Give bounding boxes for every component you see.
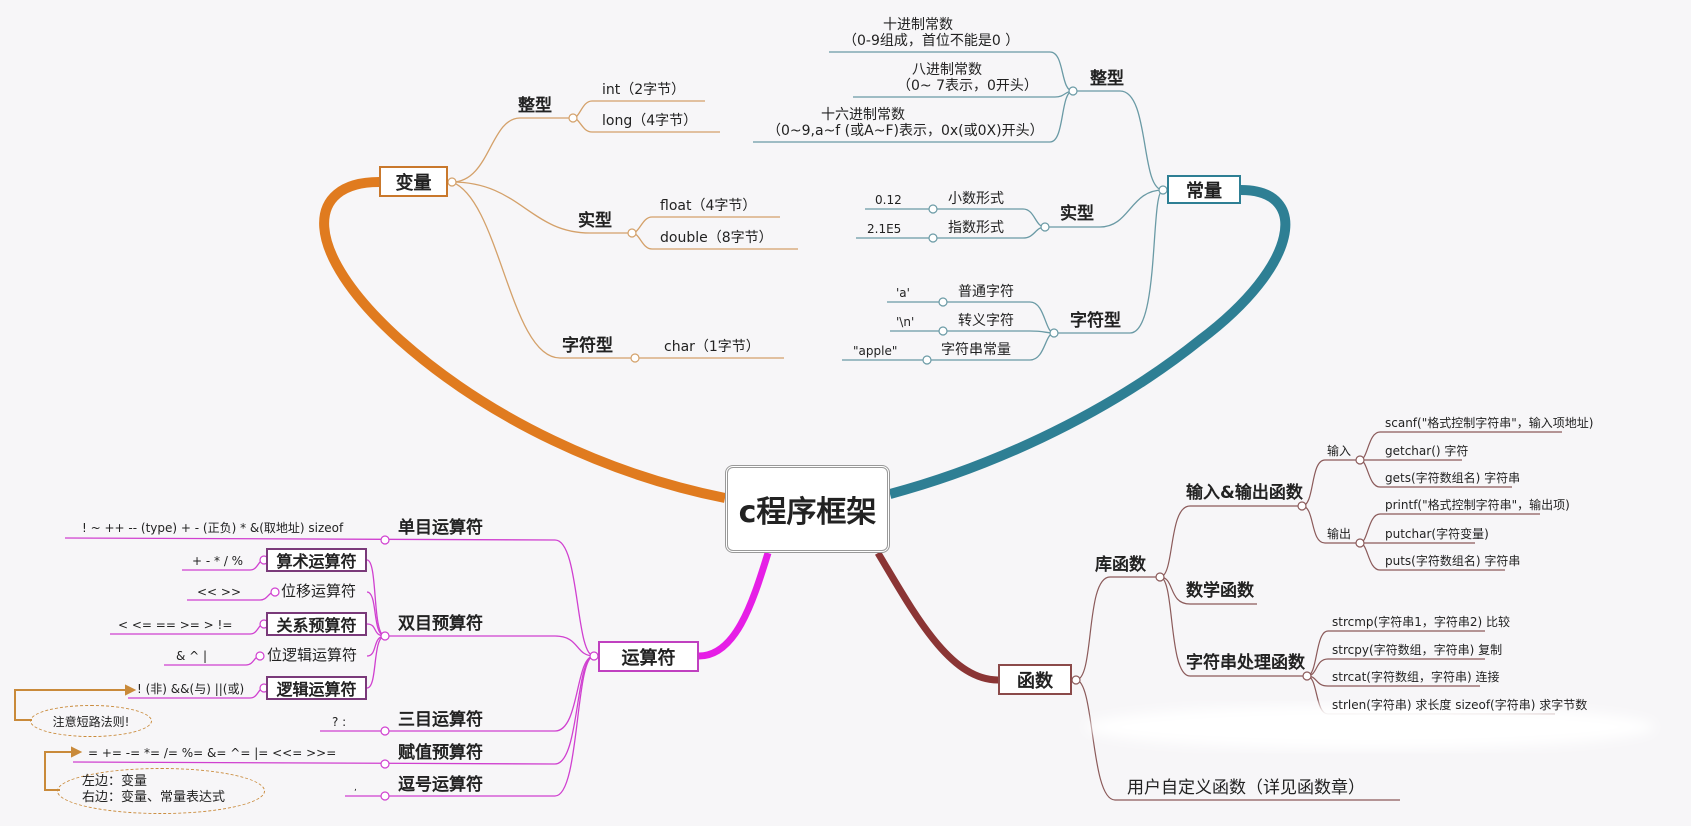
operator-unary: 单目运算符 (398, 518, 483, 538)
operator-bitwise-ops: & ^ | (176, 649, 208, 663)
constant-normal-char-example: 'a' (896, 286, 910, 300)
operator-assign: 赋值预算符 (398, 743, 483, 763)
operator-connectors (64, 537, 595, 797)
function-input: 输入 (1327, 444, 1352, 458)
operator-shift-ops: << >> (197, 585, 242, 599)
operator-ternary-ops: ? : (332, 715, 347, 729)
constant-exp-form: 指数形式 (948, 220, 1004, 236)
topic-variable[interactable]: 变量 (379, 166, 448, 197)
constant-decimal-title: 十进制常数 (883, 17, 953, 33)
erased-watermark (1085, 705, 1655, 749)
note-arrows (14, 684, 137, 791)
branch-constant (888, 185, 1291, 499)
constant-octal-title: 八进制常数 (912, 62, 982, 78)
operator-ternary: 三目运算符 (398, 710, 483, 730)
constant-char: 字符型 (1070, 311, 1121, 331)
assign-note-right: 右边：变量、常量表达式 (82, 790, 226, 805)
constant-decimal-form: 小数形式 (948, 191, 1004, 207)
constant-integer: 整型 (1090, 69, 1124, 89)
variable-char: 字符型 (562, 336, 613, 356)
function-gets: gets(字符数组名) 字符串 (1385, 471, 1521, 485)
operator-comma: 逗号运算符 (398, 775, 483, 795)
constant-string: 字符串常量 (941, 342, 1011, 358)
operator-binary: 双目预算符 (398, 614, 483, 634)
constant-decimal-example: 0.12 (875, 193, 902, 207)
constant-normal-char: 普通字符 (958, 284, 1014, 300)
function-io: 输入&输出函数 (1186, 483, 1303, 503)
function-strcmp: strcmp(字符串1，字符串2) 比较 (1332, 615, 1510, 629)
variable-float: float（4字节） (660, 198, 757, 214)
operator-arithmetic[interactable]: 算术运算符 (266, 548, 367, 572)
function-getchar: getchar() 字符 (1385, 444, 1469, 458)
function-math: 数学函数 (1186, 581, 1254, 601)
variable-char-type: char（1字节） (664, 339, 760, 355)
constant-hex-title: 十六进制常数 (821, 107, 905, 123)
function-scanf: scanf("格式控制字符串"，输入项地址) (1385, 416, 1594, 430)
operator-arithmetic-ops: + - * / % (192, 554, 244, 568)
operator-logical[interactable]: 逻辑运算符 (266, 676, 367, 700)
constant-escape-char-example: '\n' (896, 315, 915, 329)
operator-relational-ops: < <= == >= > != (118, 618, 233, 632)
branch-variable (319, 177, 726, 503)
branch-operator (698, 551, 772, 660)
operator-comma-ops: , (354, 783, 357, 793)
operator-unary-ops: ! ~ ++ -- (type) + - (正负) * &(取地址) sizeo… (82, 521, 344, 535)
constant-exp-example: 2.1E5 (867, 222, 902, 236)
variable-real: 实型 (578, 211, 612, 231)
topic-operator[interactable]: 运算符 (598, 641, 699, 672)
constant-hex-desc: （0~9,a~f (或A~F)表示，0x(或0X)开头） (767, 123, 1044, 139)
function-strcat: strcat(字符数组，字符串) 连接 (1332, 670, 1500, 684)
topic-function[interactable]: 函数 (998, 664, 1072, 695)
function-printf: printf("格式控制字符串"，输出项) (1385, 498, 1570, 512)
variable-int: int（2字节） (602, 82, 686, 98)
constant-escape-char: 转义字符 (958, 313, 1014, 329)
function-user: 用户自定义函数（详见函数章） (1127, 778, 1365, 798)
variable-integer: 整型 (518, 96, 552, 116)
constant-connectors (753, 51, 1164, 361)
operator-relational[interactable]: 关系预算符 (266, 612, 367, 636)
assign-note-left: 左边：变量 (82, 774, 148, 789)
operator-assign-ops: = += -= *= /= %= &= ^= |= <<= >>= (88, 746, 337, 760)
topic-constant[interactable]: 常量 (1167, 175, 1241, 204)
function-strlen: strlen(字符串) 求长度 sizeof(字符串) 求字节数 (1332, 698, 1588, 712)
variable-double: double（8字节） (660, 230, 773, 246)
constant-octal-desc: （0~ 7表示，0开头） (897, 78, 1038, 94)
operator-bitwise: 位逻辑运算符 (267, 646, 358, 664)
function-library: 库函数 (1095, 555, 1146, 575)
constant-string-example: "apple" (853, 344, 898, 358)
function-putchar: putchar(字符变量) (1385, 527, 1489, 541)
function-output: 输出 (1327, 527, 1352, 541)
constant-decimal-desc: （0-9组成，首位不能是0 ） (843, 33, 1020, 49)
function-string: 字符串处理函数 (1186, 653, 1305, 673)
assign-note: 左边：变量 右边：变量、常量表达式 (57, 768, 265, 814)
operator-logical-ops: ! (非) &&(与) ||(或) (137, 682, 245, 696)
constant-real: 实型 (1060, 204, 1094, 224)
operator-shift: 位移运算符 (281, 582, 357, 600)
branch-function (874, 551, 999, 684)
short-circuit-note-text: 注意短路法则! (52, 714, 130, 729)
function-puts: puts(字符数组名) 字符串 (1385, 554, 1521, 568)
short-circuit-note: 注意短路法则! (30, 705, 152, 737)
central-topic[interactable]: c程序框架 (725, 465, 890, 553)
variable-long: long（4字节） (602, 113, 698, 129)
function-strcpy: strcpy(字符数组，字符串) 复制 (1332, 643, 1503, 657)
